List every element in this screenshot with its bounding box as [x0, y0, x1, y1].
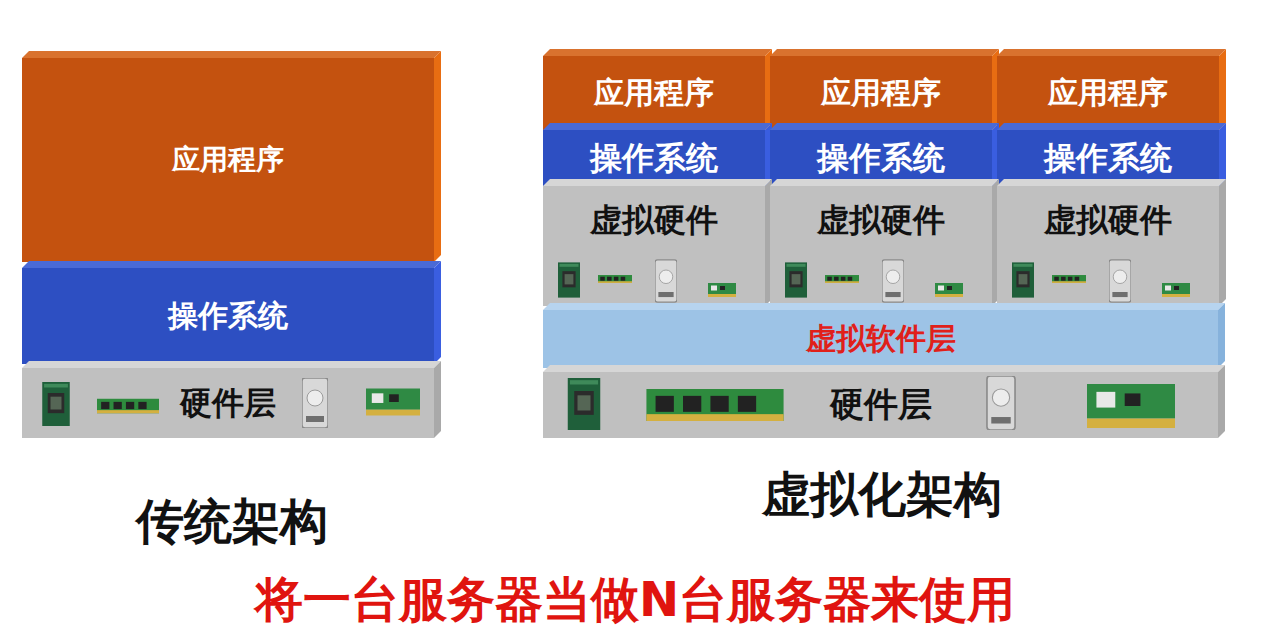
block-side-bevel — [1219, 49, 1226, 130]
block-top-bevel — [22, 261, 441, 268]
block-face — [543, 56, 765, 130]
os-layer: 操作系统 — [543, 130, 765, 186]
block-top-bevel — [543, 49, 772, 56]
disk-icon — [302, 378, 328, 428]
layer-label: 应用程序 — [594, 76, 714, 111]
nic-icon — [708, 283, 736, 297]
block-face — [543, 372, 1218, 438]
block-side-bevel — [1219, 179, 1226, 306]
block-face — [22, 268, 434, 364]
application-layer: 应用程序 — [22, 58, 434, 262]
block-face — [997, 186, 1219, 306]
layer-label: 操作系统 — [817, 140, 945, 177]
virtual-hardware: 虚拟硬件 — [543, 186, 765, 306]
cpu-icon — [568, 378, 601, 430]
nic-icon — [1087, 384, 1175, 428]
os-layer: 操作系统 — [997, 130, 1219, 186]
disk-icon — [987, 376, 1015, 430]
block-face — [770, 186, 992, 306]
block-side-bevel — [1218, 303, 1225, 368]
cpu-icon — [42, 382, 70, 426]
block-side-bevel — [1218, 365, 1225, 438]
cpu-icon — [785, 262, 807, 297]
disk-icon — [882, 260, 904, 302]
block-top-bevel — [543, 303, 1225, 310]
nic-icon — [935, 283, 963, 297]
block-top-bevel — [22, 361, 441, 368]
block-face — [997, 130, 1219, 186]
block-face — [770, 130, 992, 186]
architecture-title: 虚拟化架构 — [762, 467, 1002, 522]
cpu-icon — [1012, 262, 1034, 297]
block-top-bevel — [543, 179, 772, 186]
cpu-icon — [558, 262, 580, 297]
hypervisor-layer: 虚拟软件层 — [543, 310, 1218, 368]
virtual-hardware: 虚拟硬件 — [770, 186, 992, 306]
memory-icon — [97, 399, 159, 413]
block-face — [997, 56, 1219, 130]
block-face — [543, 310, 1218, 368]
disk-icon — [655, 260, 677, 302]
hardware-layer: 硬件层 — [22, 368, 434, 438]
block-top-bevel — [997, 123, 1226, 130]
layer-label: 操作系统 — [590, 140, 718, 177]
block-face — [543, 130, 765, 186]
architecture-title: 传统架构 — [136, 494, 328, 549]
layer-label: 应用程序 — [1048, 76, 1168, 111]
memory-icon — [1052, 275, 1086, 283]
virtual-hardware: 虚拟硬件 — [997, 186, 1219, 306]
block-top-bevel — [997, 179, 1226, 186]
layer-label: 应用程序 — [172, 144, 284, 176]
block-side-bevel — [434, 361, 441, 438]
layer-label: 硬件层 — [830, 385, 932, 424]
hardware-layer: 硬件层 — [543, 372, 1218, 438]
memory-icon — [825, 275, 859, 283]
layer-label: 虚拟硬件 — [1044, 202, 1172, 239]
block-top-bevel — [770, 123, 999, 130]
block-top-bevel — [997, 49, 1226, 56]
layer-label: 应用程序 — [821, 76, 941, 111]
block-side-bevel — [434, 51, 441, 262]
application-layer: 应用程序 — [543, 56, 765, 130]
block-top-bevel — [543, 123, 772, 130]
application-layer: 应用程序 — [770, 56, 992, 130]
block-top-bevel — [22, 51, 441, 58]
nic-icon — [1162, 283, 1190, 297]
block-side-bevel — [1219, 123, 1226, 186]
disk-icon — [1109, 260, 1131, 302]
layer-label: 操作系统 — [168, 299, 288, 334]
memory-icon — [646, 389, 783, 421]
memory-icon — [598, 275, 632, 283]
os-layer: 操作系统 — [22, 268, 434, 364]
caption: 将一台服务器当做N台服务器来使用 — [255, 572, 1015, 627]
layer-label: 虚拟硬件 — [590, 202, 718, 239]
layer-label: 操作系统 — [1044, 140, 1172, 177]
block-top-bevel — [770, 49, 999, 56]
block-top-bevel — [770, 179, 999, 186]
block-side-bevel — [434, 261, 441, 364]
block-face — [770, 56, 992, 130]
block-face — [22, 58, 434, 262]
nic-icon — [366, 389, 420, 416]
layer-label: 硬件层 — [180, 385, 276, 422]
layer-label: 虚拟硬件 — [817, 202, 945, 239]
block-top-bevel — [543, 365, 1225, 372]
layer-label: 虚拟软件层 — [806, 322, 956, 357]
block-face — [22, 368, 434, 438]
application-layer: 应用程序 — [997, 56, 1219, 130]
os-layer: 操作系统 — [770, 130, 992, 186]
block-face — [543, 186, 765, 306]
